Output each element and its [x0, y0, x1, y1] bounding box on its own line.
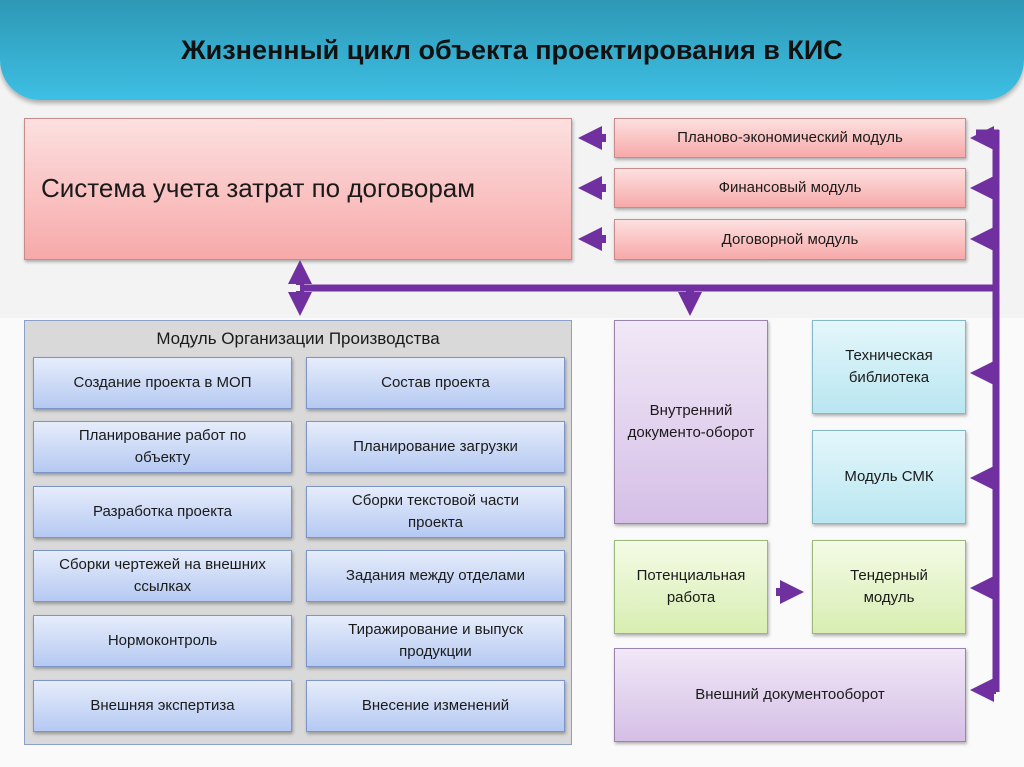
mop-title: Модуль Организации Производства	[156, 329, 440, 348]
tender-module: Тендерный модуль	[812, 540, 966, 634]
mop-item-label: Планирование загрузки	[353, 438, 518, 456]
tech-library: Техническая библиотека	[812, 320, 966, 414]
smk-label: Модуль СМК	[844, 468, 934, 486]
mop-item: Планирование работ по объекту	[33, 421, 292, 473]
mop-item: Состав проекта	[306, 357, 565, 409]
mop-item: Сборки текстовой части проекта	[306, 486, 565, 538]
mop-item: Внесение изменений	[306, 680, 565, 732]
mop-item-label: Разработка проекта	[92, 503, 233, 521]
mop-item-label: Сборки текстовой части проекта	[351, 492, 520, 531]
mop-item-label: Нормоконтроль	[107, 632, 218, 650]
potential-label: Потенциальная работа	[636, 567, 746, 606]
mop-item-label: Состав проекта	[381, 374, 490, 392]
mop-item-label: Задания между отделами	[345, 567, 526, 585]
mop-item: Планирование загрузки	[306, 421, 565, 473]
tender-label: Тендерный модуль	[850, 567, 928, 606]
mop-item-label: Внешняя экспертиза	[90, 697, 235, 715]
title-banner: Жизненный цикл объекта проектирования в …	[0, 0, 1024, 100]
internal-docflow-label: Внутренний документо-оборот	[627, 402, 755, 441]
module-label: Договорной модуль	[721, 230, 859, 248]
module-label: Финансовый модуль	[718, 179, 862, 197]
potential-work: Потенциальная работа	[614, 540, 768, 634]
tech-library-label: Техническая библиотека	[845, 347, 933, 386]
mop-item: Создание проекта в МОП	[33, 357, 292, 409]
internal-docflow: Внутренний документо-оборот	[614, 320, 768, 524]
mop-item-label: Планирование работ по объекту	[78, 427, 247, 466]
left-arrows	[288, 126, 996, 702]
mop-item: Задания между отделами	[306, 550, 565, 602]
smk-module: Модуль СМК	[812, 430, 966, 524]
mop-item: Разработка проекта	[33, 486, 292, 538]
external-docflow: Внешний документооборот	[614, 648, 966, 742]
cost-accounting-label: Система учета затрат по договорам	[41, 173, 476, 204]
mop-item-label: Сборки чертежей на внешних ссылках	[59, 556, 266, 595]
mop-item-label: Внесение изменений	[361, 697, 510, 715]
module-planning: Планово-экономический модуль	[614, 118, 966, 158]
module-label: Планово-экономический модуль	[677, 129, 903, 147]
module-finance: Финансовый модуль	[614, 168, 966, 208]
external-docflow-label: Внешний документооборот	[695, 686, 885, 704]
mop-item: Нормоконтроль	[33, 615, 292, 667]
module-contract: Договорной модуль	[614, 219, 966, 260]
mop-item: Тиражирование и выпуск продукции	[306, 615, 565, 667]
mop-item: Внешняя экспертиза	[33, 680, 292, 732]
page-title: Жизненный цикл объекта проектирования в …	[181, 34, 843, 65]
mop-item: Сборки чертежей на внешних ссылках	[33, 550, 292, 602]
mop-item-label: Создание проекта в МОП	[73, 374, 252, 392]
mop-item-label: Тиражирование и выпуск продукции	[348, 621, 523, 660]
cost-accounting-system: Система учета затрат по договорам	[24, 118, 572, 260]
